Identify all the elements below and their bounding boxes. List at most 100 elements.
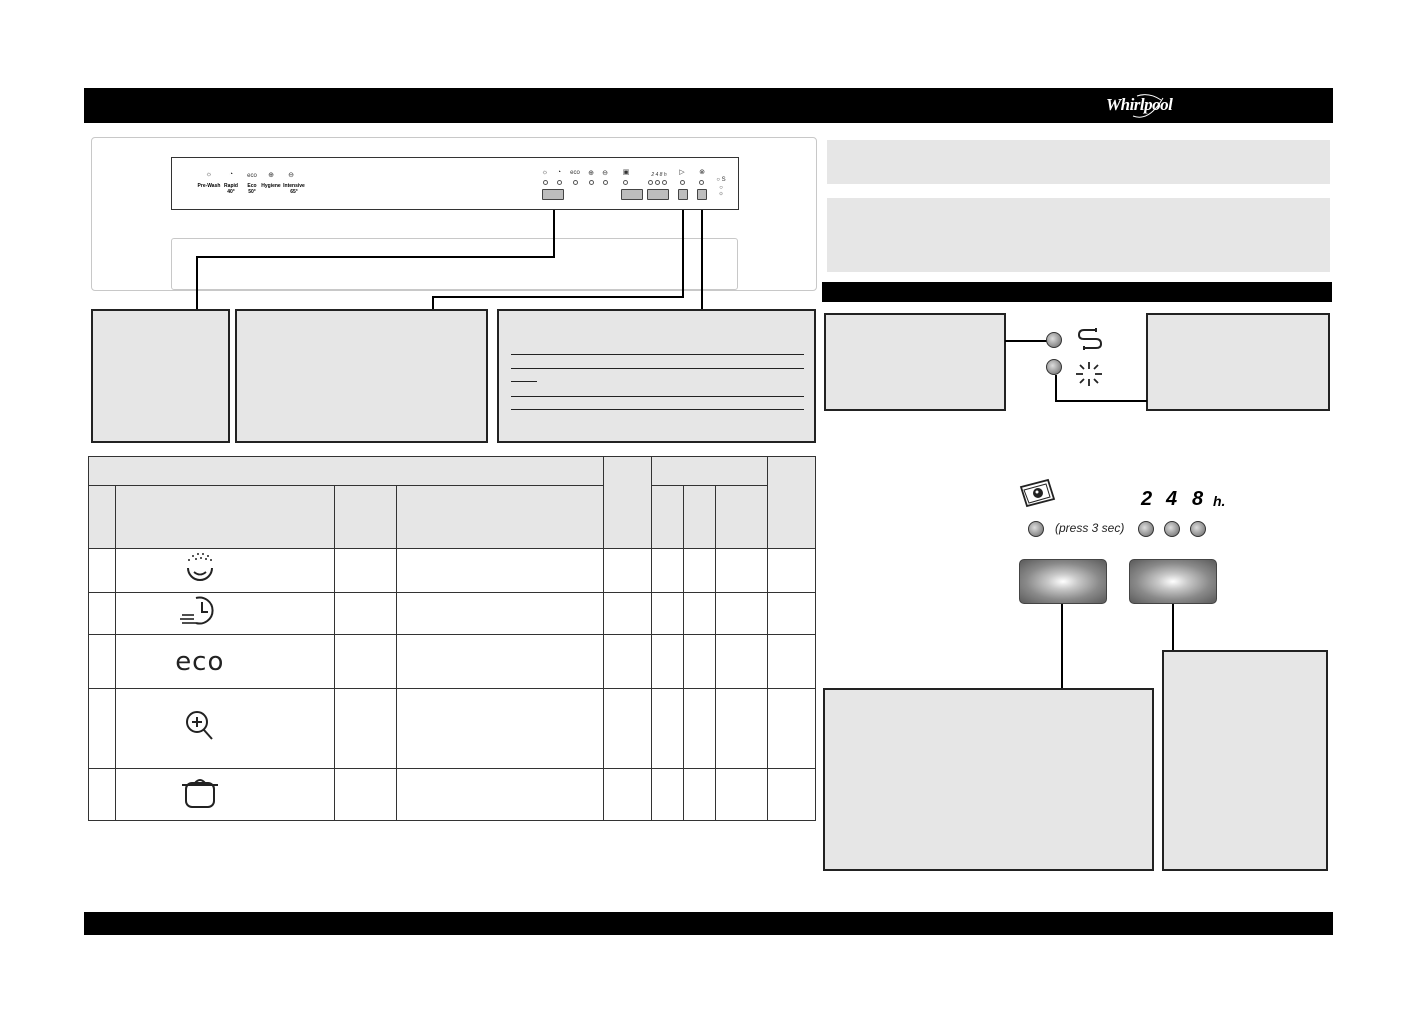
led-eco [573, 180, 578, 185]
callout-delay-button [1162, 650, 1328, 871]
delay-hour-8: 8 [1192, 488, 1204, 510]
eco-icon: eco [247, 173, 257, 179]
table-row [88, 548, 816, 593]
table-subheader [114, 485, 335, 549]
text-rule [511, 409, 804, 410]
intensive-icon [181, 779, 218, 808]
text-rule [511, 396, 804, 397]
callout-start-button [235, 309, 488, 443]
led-rapid [557, 180, 562, 185]
half-load-button[interactable] [1019, 559, 1107, 604]
logo-swoosh-icon [1132, 94, 1164, 118]
delay-led-2 [1138, 521, 1154, 537]
led-hygiene [589, 180, 594, 185]
connector [701, 210, 703, 310]
rapid-icon-small: ◔ [556, 169, 562, 176]
connector [1172, 604, 1174, 651]
control-panel: ☼ ◔ eco ⊕ ⊖ Pre-Wash Rapid 40° Eco 50° H… [171, 157, 739, 210]
table-subheader [683, 485, 717, 549]
start-button-small[interactable] [678, 189, 688, 200]
programs-table: eco [87, 456, 816, 821]
cancel-button-small[interactable] [697, 189, 707, 200]
section-bar [822, 282, 1332, 302]
half-load-icon-small: ▣ [622, 169, 630, 176]
eco-icon-small: eco [570, 170, 580, 176]
door-handle [171, 238, 738, 290]
cancel-icon-small: ⊗ [699, 169, 705, 176]
footer-bar [84, 912, 1333, 935]
label-hygiene: Hygiene [261, 183, 281, 189]
label-pre-wash: Pre-Wash [197, 183, 221, 189]
connector [1005, 340, 1049, 342]
table-header-col5 [603, 456, 653, 549]
press-hint: (press 3 sec) [1055, 521, 1125, 535]
table-row [88, 688, 816, 769]
rapid-icon [179, 596, 214, 625]
callout-cancel-button [497, 309, 816, 443]
led-intensive [603, 180, 608, 185]
salt-icon [1077, 328, 1103, 350]
brand-logo: Whirlpool [1106, 95, 1173, 114]
pre-wash-icon-small: ☼ [541, 169, 549, 176]
label-rapid: Rapid 40° [224, 183, 238, 195]
delay-led-4 [1164, 521, 1180, 537]
table-subheader [333, 485, 397, 549]
half-load-button-small[interactable] [621, 189, 643, 200]
table-subheader [651, 485, 685, 549]
program-button[interactable] [542, 189, 564, 200]
delay-button-small[interactable] [647, 189, 669, 200]
led-delay-8 [662, 180, 667, 185]
pre-wash-icon [186, 553, 213, 581]
connector [682, 210, 684, 298]
salt-icon-small: ○ S [716, 177, 726, 183]
table-row [88, 768, 816, 821]
connector [1055, 400, 1147, 402]
connector [1061, 604, 1063, 689]
led-half-load [623, 180, 628, 185]
callout-salt-indicator [824, 313, 1006, 411]
table-header-program [87, 456, 605, 486]
hygiene-icon-small: ⊕ [588, 170, 594, 177]
led-pre-wash [543, 180, 548, 185]
table-header-col9 [767, 456, 816, 549]
table-row [88, 592, 816, 635]
intensive-icon: ⊖ [288, 172, 294, 179]
rapid-icon: ◔ [228, 171, 234, 178]
delay-button[interactable] [1129, 559, 1217, 604]
label-eco: Eco 50° [247, 183, 257, 195]
start-icon-small: ▷ [679, 169, 685, 176]
led-cancel [699, 180, 704, 185]
led-start [680, 180, 685, 185]
eco-icon: eco [175, 646, 225, 677]
led-delay-2 [648, 180, 653, 185]
info-block-2 [827, 198, 1330, 272]
salt-led [1046, 332, 1062, 348]
hygiene-icon [185, 711, 213, 740]
info-block-1 [827, 140, 1330, 184]
table-subheader [395, 485, 605, 549]
hygiene-icon: ⊕ [268, 172, 274, 179]
callout-rinse-aid-indicator [1146, 313, 1330, 411]
connector [196, 256, 198, 310]
callout-half-load-button [823, 688, 1154, 871]
delay-led-8 [1190, 521, 1206, 537]
rinse-aid-led [1046, 359, 1062, 375]
rinse-aid-icon [1076, 362, 1102, 386]
text-rule [511, 354, 804, 355]
rinse-aid-icon-small: ○ ☼ [718, 185, 724, 197]
pre-wash-icon: ☼ [205, 171, 213, 178]
text-rule [511, 381, 537, 382]
connector [553, 210, 555, 258]
half-load-led [1028, 521, 1044, 537]
delay-hour-2: 2 [1141, 488, 1153, 510]
text-rule [511, 368, 804, 369]
header-bar: Whirlpool [84, 88, 1333, 123]
connector [432, 296, 434, 310]
table-row: eco [88, 634, 816, 689]
delay-hours-unit: h. [1213, 493, 1226, 509]
table-subheader [88, 485, 116, 549]
delay-hours-small: 2 4 8 h [651, 172, 667, 178]
half-load-icon [1019, 478, 1056, 508]
callout-program-button [91, 309, 230, 443]
delay-hour-4: 4 [1166, 488, 1178, 510]
